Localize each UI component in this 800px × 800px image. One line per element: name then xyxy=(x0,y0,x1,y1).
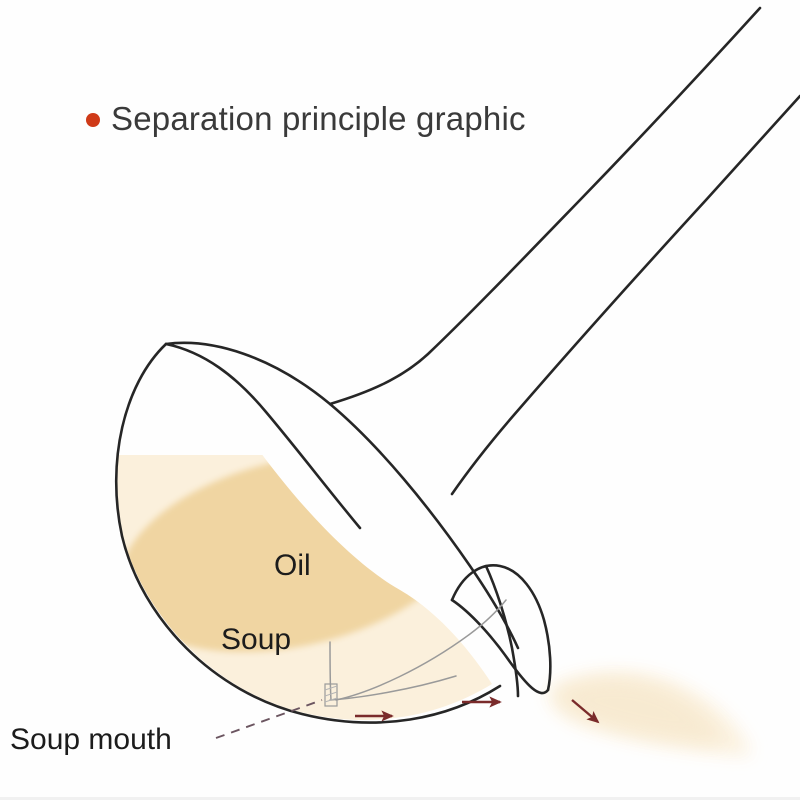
flow-arrows xyxy=(355,696,600,724)
oil-label: Oil xyxy=(274,549,311,582)
ladle-spout xyxy=(450,564,552,698)
soup-mouth-label: Soup mouth xyxy=(10,723,172,756)
figure-title-text: Separation principle graphic xyxy=(111,100,526,137)
soup-mouth-leader-line xyxy=(215,699,323,739)
ladle-bowl xyxy=(114,341,520,724)
ladle-handle xyxy=(328,6,800,496)
soup-mouth-opening xyxy=(324,683,338,707)
figure-title: Separation principle graphic xyxy=(86,102,526,135)
bullet-dot-icon xyxy=(86,113,100,127)
bottom-divider xyxy=(0,797,800,800)
soup-label: Soup xyxy=(221,623,292,656)
flow-arrow-3 xyxy=(571,699,600,724)
separation-channel xyxy=(329,599,507,701)
poured-stream xyxy=(547,671,752,756)
